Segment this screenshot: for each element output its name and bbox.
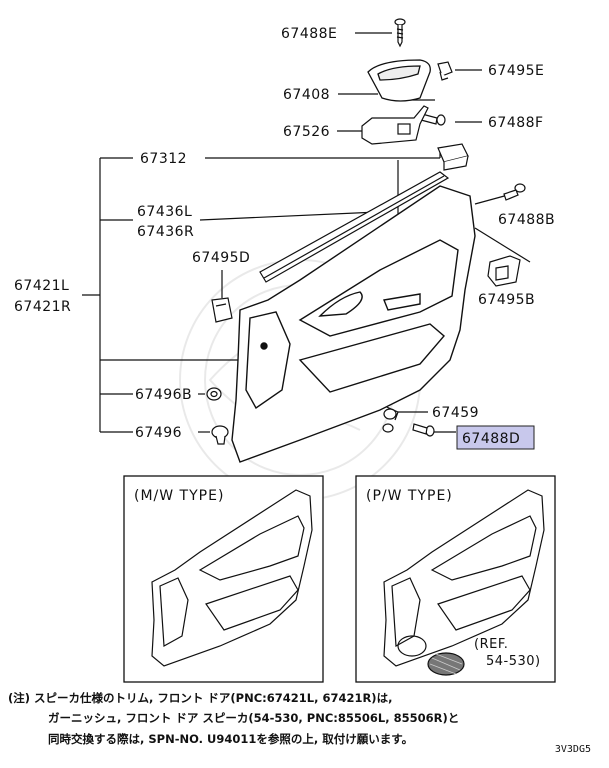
label-67488F: 67488F	[488, 115, 544, 131]
note-line-1: (注) スピーカ仕様のトリム, フロント ドア(PNC:67421L, 6742…	[8, 691, 393, 705]
speaker-grille	[427, 652, 465, 676]
inset-mw-title: (M/W TYPE)	[134, 488, 224, 504]
label-67436L: 67436L	[137, 204, 192, 220]
screw-67488E	[394, 18, 406, 48]
ref-label-line1: (REF.	[474, 637, 508, 652]
label-67421R: 67421R	[14, 299, 71, 315]
screw-67488F	[420, 113, 446, 126]
inset-pw-title: (P/W TYPE)	[366, 488, 453, 504]
label-67488B: 67488B	[498, 212, 555, 228]
note-line-3: 同時交換する際は, SPN-NO. U94011を参照の上, 取付け願います。	[48, 732, 414, 746]
clip-67495E	[437, 61, 453, 81]
clip-67496B	[206, 387, 222, 401]
bracket-67526	[361, 105, 429, 145]
handle-cup-67408	[367, 59, 431, 102]
diagram-code: 3V3DG5	[554, 744, 591, 755]
inset-pw-type: (P/W TYPE) (REF. 54-530)	[355, 475, 556, 683]
label-67459: 67459	[432, 405, 479, 421]
label-67495D: 67495D	[192, 250, 250, 266]
note-line-2: ガーニッシュ, フロント ドア スピーカ(54-530, PNC:85506L,…	[48, 711, 460, 725]
label-67496: 67496	[135, 425, 182, 441]
clip-67495D	[211, 297, 233, 323]
leader-lines	[82, 32, 531, 651]
inset-mw-type: (M/W TYPE)	[123, 475, 324, 683]
clip-67496	[211, 425, 229, 445]
highlight-box-67488D	[456, 425, 535, 450]
label-67488E: 67488E	[281, 26, 337, 42]
clip-67495B	[487, 255, 521, 287]
nut-67459	[382, 408, 397, 433]
label-67436R: 67436R	[137, 224, 194, 240]
label-67526: 67526	[283, 124, 330, 140]
screw-67488B	[503, 183, 526, 201]
label-67495E: 67495E	[488, 63, 544, 79]
ref-label-line2: 54-530)	[486, 654, 541, 669]
door-trim-67421	[231, 185, 476, 463]
label-67312: 67312	[140, 151, 187, 167]
label-67408: 67408	[283, 87, 330, 103]
label-67421L: 67421L	[14, 278, 69, 294]
screw-67488D	[412, 423, 435, 437]
label-67496B: 67496B	[135, 387, 192, 403]
label-67488D[interactable]: 67488D	[462, 431, 520, 447]
switch-panel-67312	[437, 143, 469, 171]
label-67495B: 67495B	[478, 292, 535, 308]
weatherstrip-67436	[259, 171, 450, 283]
part-labels: 67488E 67495E 67408 67488F 67526 67312 6…	[14, 26, 555, 450]
